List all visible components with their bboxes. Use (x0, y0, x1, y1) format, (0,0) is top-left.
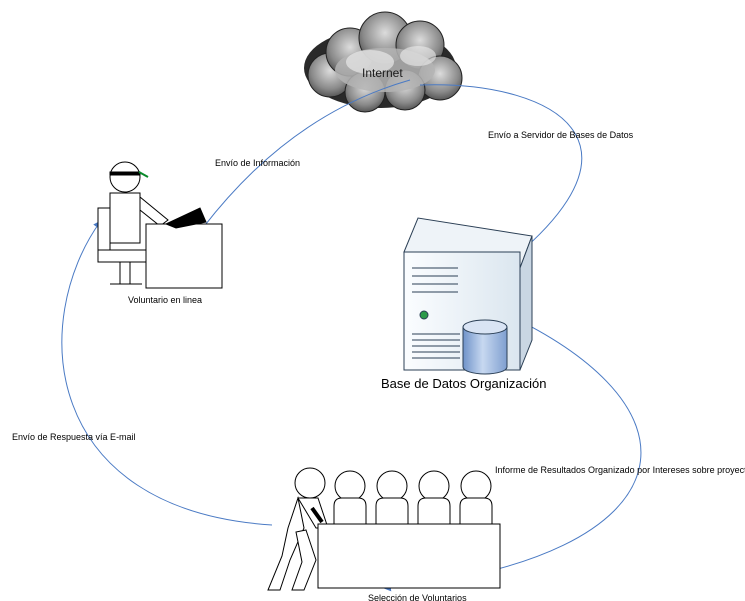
volunteer-workstation-icon (97, 161, 223, 289)
selection-label: Selección de Voluntarios (368, 593, 467, 601)
connector-to-server (419, 84, 582, 298)
edge-label-info: Envío de Información (215, 158, 301, 168)
database-cylinder-icon (462, 319, 508, 375)
internet-cloud-icon (304, 11, 463, 113)
edge-label-report: Informe de Resultados Organizado por Int… (495, 465, 745, 475)
edge-label-reply: Envío de Respuesta vía E-mail (12, 432, 136, 442)
database-label: Base de Datos Organización (381, 376, 547, 391)
edge-label-to-server: Envío a Servidor de Bases de Datos (488, 130, 634, 140)
connector-reply (61, 220, 273, 526)
selection-committee-icon (267, 467, 501, 591)
internet-label: Internet (362, 66, 403, 80)
volunteer-label: Voluntario en linea (128, 295, 203, 305)
